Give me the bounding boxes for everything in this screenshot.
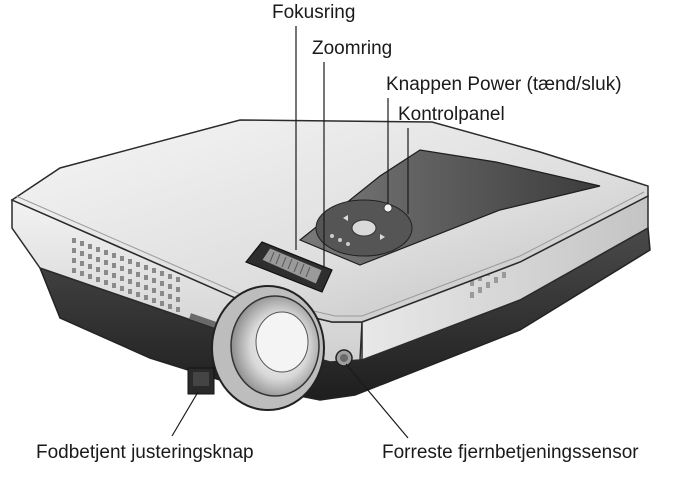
zoom-ring-label: Zoomring xyxy=(312,38,393,59)
front-remote-sensor-label: Forreste fjernbetjeningssensor xyxy=(382,442,639,463)
ventilation-grille xyxy=(72,238,180,312)
foot-adjuster-leader xyxy=(171,391,199,437)
power-button-label: Knappen Power (tænd/sluk) xyxy=(386,74,622,95)
sensor-leader xyxy=(345,363,409,439)
callout-lines xyxy=(171,26,409,439)
lens-assembly xyxy=(211,285,325,411)
foot-adjuster-label: Fodbetjent justeringsknap xyxy=(36,442,254,463)
adjustable-foot xyxy=(187,367,215,395)
power-button-icon xyxy=(383,203,393,213)
control-panel xyxy=(298,149,601,266)
lens-ring-recess xyxy=(245,241,333,293)
control-panel-label: Kontrolpanel xyxy=(398,104,505,125)
control-pad-center-button xyxy=(351,219,377,237)
focus-ring-label: Fokusring xyxy=(272,2,356,23)
